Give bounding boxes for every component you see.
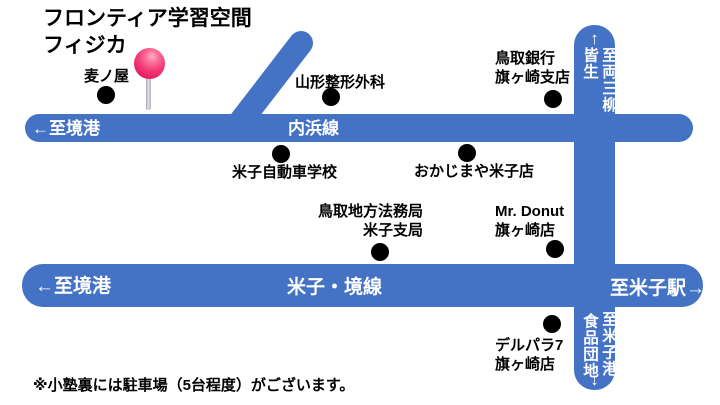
north-arrow-icon: ↑: [590, 29, 599, 48]
poi-label-delpara7-line1: デルパラ7: [495, 337, 564, 354]
poi-label-mr-donut-line1: Mr. Donut: [495, 203, 565, 220]
road2-name: 米子・境線: [287, 277, 383, 298]
page-title-line1: フロンティア学習空間: [43, 7, 252, 30]
poi-label-tottori-bank: 鳥取銀行 旗ヶ崎支店: [495, 49, 570, 87]
road2-west-destination: ←至境港: [35, 276, 112, 297]
poi-label-yamagata-orthopedics: 山形整形外科: [295, 74, 386, 91]
road-north-south: [574, 25, 615, 390]
south-destination-primary: 至米子港: [600, 311, 617, 377]
poi-label-mr-donut-line2: 旗ヶ崎店: [495, 222, 556, 239]
page-title-line2: フィジカ: [43, 34, 127, 57]
poi-dot-legal-affairs-bureau: [371, 243, 389, 261]
poi-label-legal-affairs-line2: 米子支局: [362, 222, 423, 239]
poi-label-legal-affairs-bureau: 鳥取地方法務局 米子支局: [317, 202, 423, 240]
poi-dot-mr-donut: [546, 240, 564, 258]
poi-label-delpara7-line2: 旗ヶ崎店: [495, 356, 556, 373]
poi-dot-muginoya: [97, 86, 115, 104]
poi-label-legal-affairs-line1: 鳥取地方法務局: [317, 203, 423, 220]
map-pin-icon: [134, 48, 165, 79]
poi-label-tottori-bank-line1: 鳥取銀行: [495, 50, 556, 67]
road1-west-destination: ←至境港: [32, 119, 100, 138]
poi-dot-tottori-bank: [544, 90, 562, 108]
poi-label-muginoya: 麦ノ屋: [84, 68, 130, 85]
poi-dot-okajimaya: [458, 144, 476, 162]
parking-note: ※小塾裏には駐車場（5台程度）がございます。: [33, 377, 355, 394]
road2-east-destination: 至米子駅→: [610, 278, 706, 299]
poi-dot-yamagata-orthopedics: [322, 88, 340, 106]
road1-name: 内浜線: [288, 119, 339, 138]
poi-label-okajimaya: おかじまや米子店: [414, 163, 535, 180]
poi-dot-delpara7: [543, 315, 561, 333]
poi-label-delpara7: デルパラ7 旗ヶ崎店: [495, 336, 563, 374]
poi-label-mr-donut: Mr. Donut 旗ヶ崎店: [495, 202, 564, 240]
poi-dot-driving-school: [272, 145, 290, 163]
south-arrow-icon: ↓: [590, 370, 599, 389]
page-title: フロンティア学習空間 フィジカ: [43, 5, 252, 59]
north-destination-primary: 至両三柳: [600, 47, 617, 113]
map-pin-stem: [146, 74, 151, 110]
poi-label-driving-school: 米子自動車学校: [232, 164, 338, 181]
poi-label-tottori-bank-line2: 旗ヶ崎支店: [495, 69, 571, 86]
south-destination-secondary: 食品団地: [581, 313, 598, 379]
north-destination-secondary: 皆生: [581, 47, 598, 80]
